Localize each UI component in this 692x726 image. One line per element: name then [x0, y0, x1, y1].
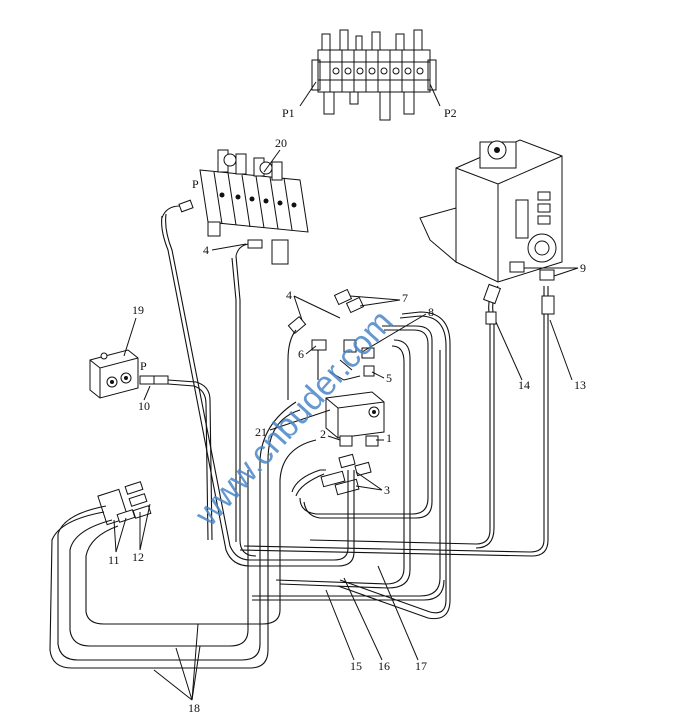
top-control-valve: P1 P2 [282, 29, 457, 121]
label-p1: P1 [282, 106, 295, 120]
callout-8: 8 [428, 305, 434, 319]
central-valve-block [325, 391, 385, 439]
callout-11: 11 [108, 553, 120, 567]
hydraulic-tank [419, 139, 563, 283]
callout-4-upper: 4 [203, 243, 209, 257]
pilot-valve-fittings [97, 481, 152, 526]
main-control-valve: P 20 [192, 136, 309, 265]
callout-3: 3 [384, 483, 390, 497]
fitting-main-valve-p [161, 199, 194, 219]
callout-10: 10 [138, 399, 150, 413]
block-fittings [287, 288, 379, 496]
fitting-main-valve-4 [235, 239, 263, 257]
callout-2: 2 [320, 427, 326, 441]
callout-21: 21 [255, 425, 267, 439]
callout-6: 6 [298, 347, 304, 361]
callout-18: 18 [188, 701, 200, 715]
label-p-main-valve: P [192, 177, 199, 191]
label-p-block: P [140, 359, 147, 373]
label-p2: P2 [444, 106, 457, 120]
callout-17: 17 [415, 659, 427, 673]
pilot-block [89, 349, 169, 399]
callout-12: 12 [132, 550, 144, 564]
callout-13: 13 [574, 378, 586, 392]
callout-4-lower: 4 [286, 288, 292, 302]
callout-9: 9 [580, 261, 586, 275]
callout-14: 14 [518, 378, 530, 392]
callout-16: 16 [378, 659, 390, 673]
callout-1: 1 [386, 431, 392, 445]
callout-20: 20 [275, 136, 287, 150]
callout-15: 15 [350, 659, 362, 673]
callout-7: 7 [402, 291, 408, 305]
callout-5: 5 [386, 371, 392, 385]
callout-19: 19 [132, 303, 144, 317]
